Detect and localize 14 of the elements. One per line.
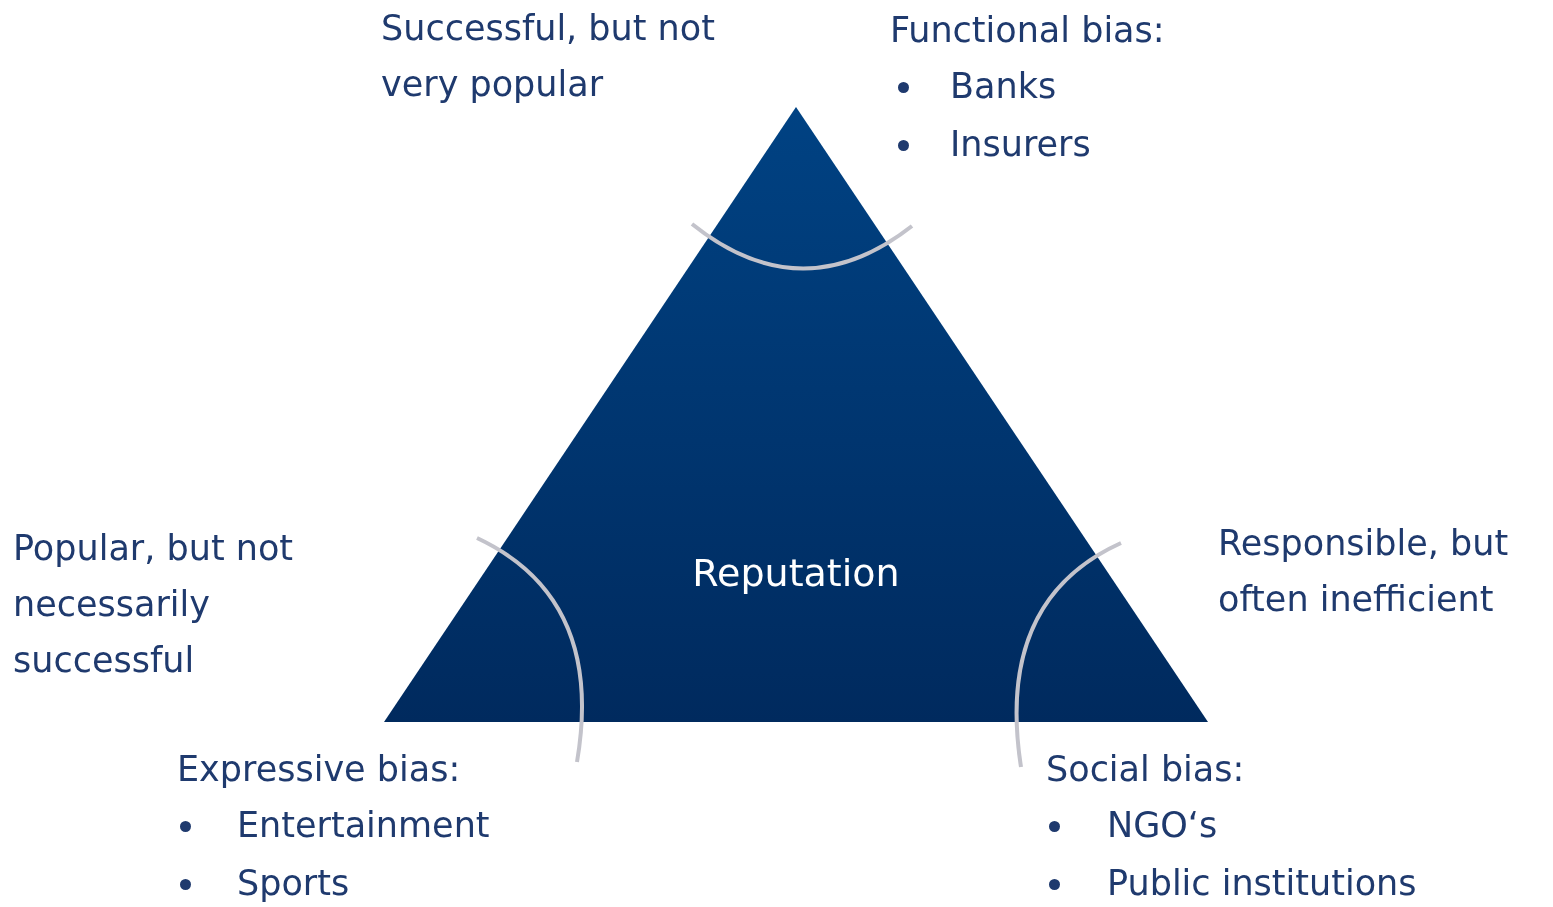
bullet-item: Banks <box>950 65 1058 108</box>
triangle-shape <box>384 107 1208 722</box>
bullet-item: Public institutions <box>1107 862 1418 905</box>
annotation-text: Functional bias: <box>890 9 1166 52</box>
annotation-text: Popular, but not necessarily successful <box>13 527 295 682</box>
bullet-item: Insurers <box>950 123 1092 166</box>
annotation-text: Successful, but not very popular <box>381 7 716 106</box>
bullet-item: NGO‘s <box>1107 804 1219 847</box>
annotation-text: Responsible, but often inefficient <box>1218 522 1510 621</box>
annotation-text: Expressive bias: <box>177 748 462 791</box>
annotation-text: Social bias: <box>1046 748 1246 791</box>
node-label: Reputation <box>692 551 900 595</box>
bullet-item: Entertainment <box>237 804 491 847</box>
bullet-item: Sports <box>237 862 351 905</box>
